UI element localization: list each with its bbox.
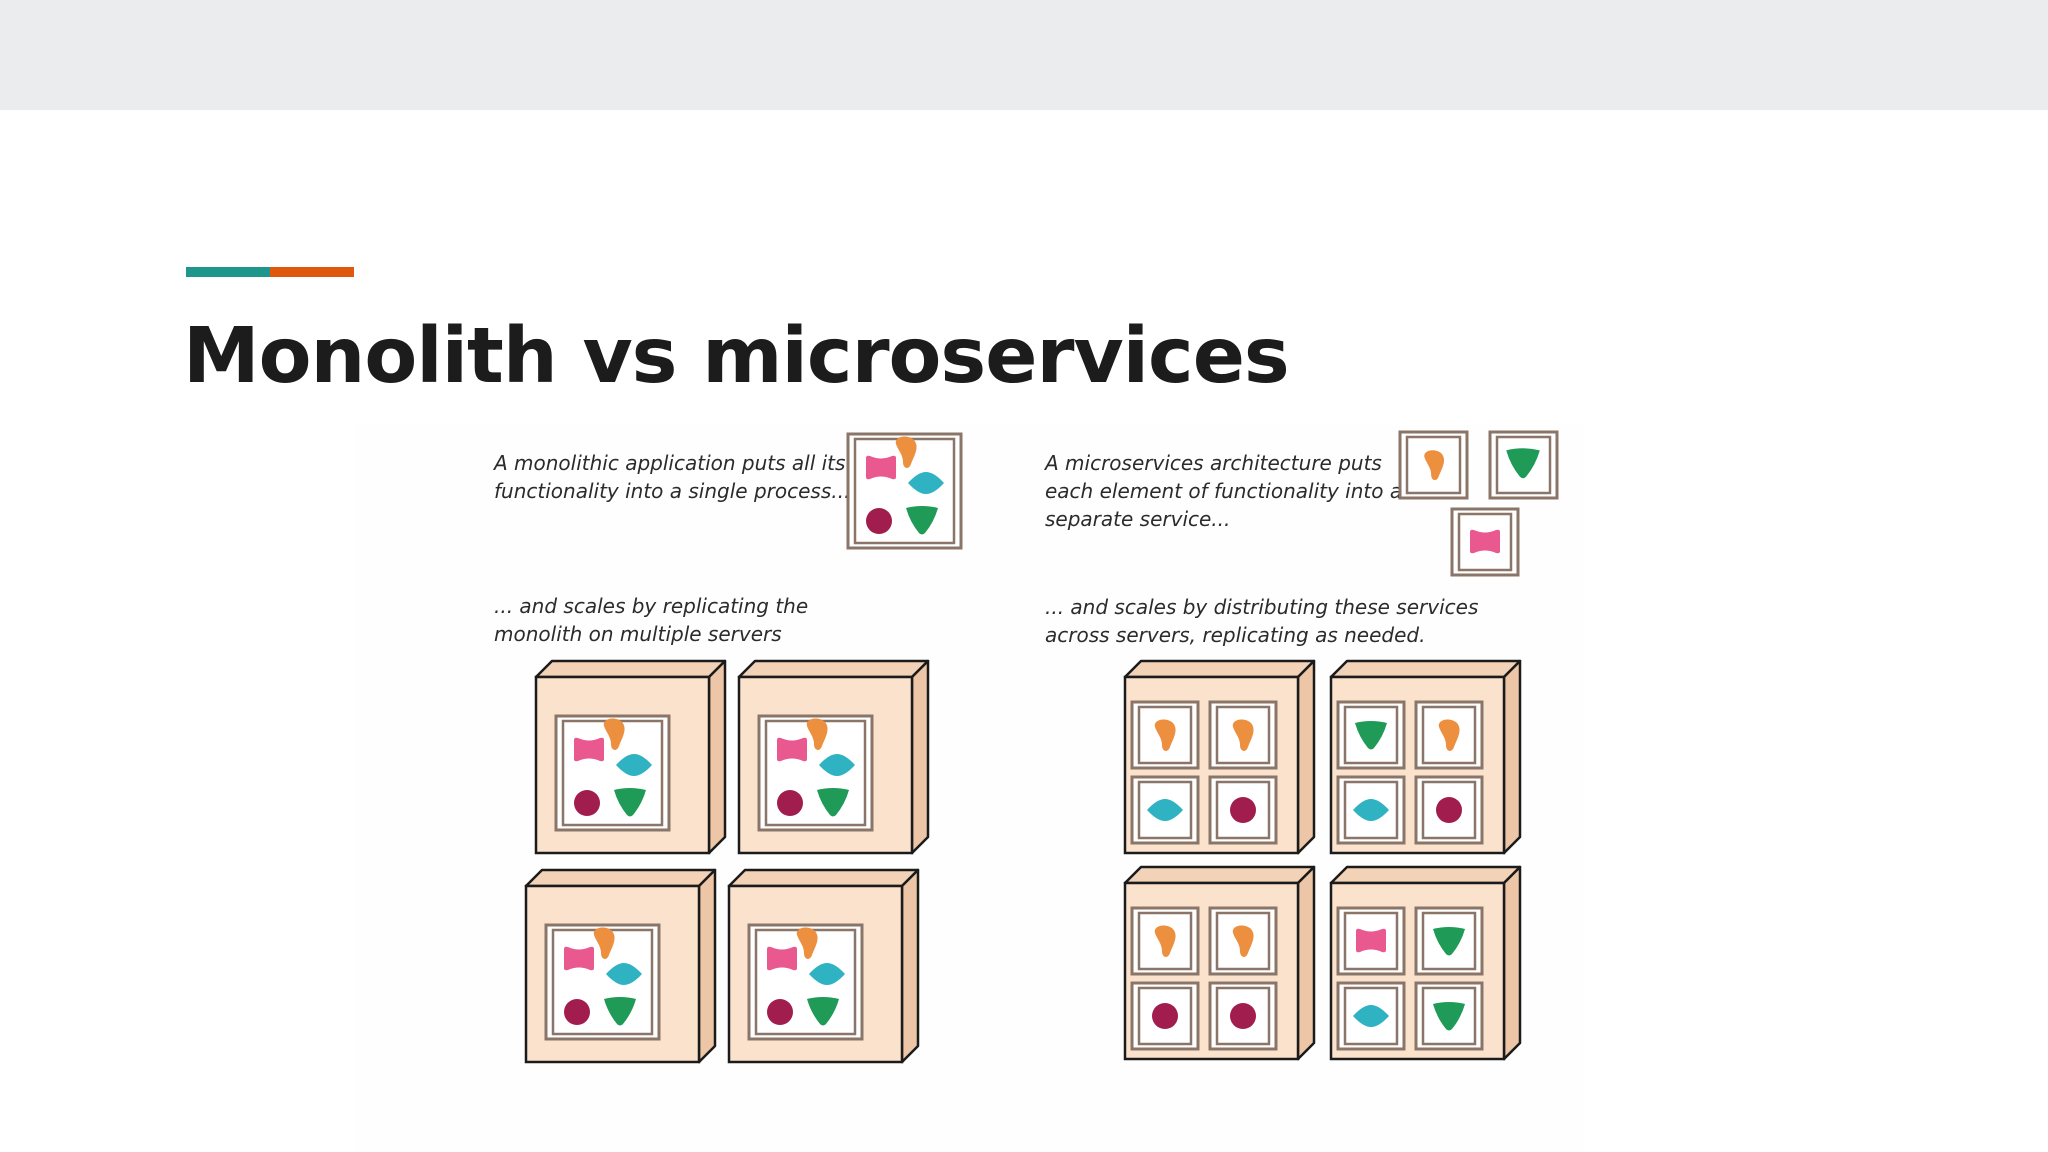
microservices-server-1 — [1123, 659, 1316, 855]
green-triangle-icon — [1506, 448, 1540, 479]
microservices-server-3 — [1123, 865, 1316, 1061]
accent-bar-teal — [186, 267, 270, 277]
teal-diamond-icon — [616, 754, 652, 776]
monolith-server-2 — [737, 659, 930, 855]
orange-blob-icon — [1232, 719, 1254, 751]
teal-diamond-icon — [819, 754, 855, 776]
slide-title: Monolith vs microservices — [183, 312, 1290, 401]
monolith-scale-caption: ... and scales by replicating the monoli… — [494, 594, 809, 646]
pink-bowtie-icon — [564, 946, 594, 971]
green-triangle-icon — [604, 997, 636, 1026]
teal-diamond-icon — [1353, 1005, 1389, 1027]
maroon-circle-icon — [564, 999, 590, 1025]
maroon-circle-icon — [1436, 797, 1462, 823]
pink-bowtie-icon — [866, 455, 896, 480]
monolith-server-1 — [534, 659, 727, 855]
green-triangle-icon — [1433, 1002, 1465, 1031]
orange-blob-icon — [1154, 925, 1176, 957]
orange-blob-icon — [1232, 925, 1254, 957]
green-triangle-icon — [807, 997, 839, 1026]
green-triangle-icon — [817, 788, 849, 817]
service-box-pink — [1450, 507, 1520, 577]
maroon-circle-icon — [574, 790, 600, 816]
maroon-circle-icon — [1230, 797, 1256, 823]
orange-blob-icon — [895, 436, 917, 468]
monolith-caption: A monolithic application puts all its fu… — [494, 451, 851, 503]
orange-blob-icon — [593, 927, 615, 959]
monolith-server-4 — [727, 868, 920, 1064]
orange-blob-icon — [796, 927, 818, 959]
green-triangle-icon — [1355, 721, 1387, 750]
monolith-process-box — [846, 432, 963, 550]
maroon-circle-icon — [1230, 1003, 1256, 1029]
teal-diamond-icon — [1353, 799, 1389, 821]
orange-blob-icon — [1154, 719, 1176, 751]
teal-diamond-icon — [809, 963, 845, 985]
maroon-circle-icon — [777, 790, 803, 816]
orange-blob-icon — [806, 718, 828, 750]
top-bar — [0, 0, 2048, 110]
microservices-caption: A microservices architecture puts each e… — [1045, 451, 1403, 531]
pink-bowtie-icon — [1356, 928, 1386, 953]
microservices-server-2 — [1329, 659, 1522, 855]
orange-blob-icon — [603, 718, 625, 750]
green-triangle-icon — [906, 506, 938, 535]
pink-bowtie-icon — [777, 737, 807, 762]
orange-blob-icon — [1438, 719, 1460, 751]
maroon-circle-icon — [866, 508, 892, 534]
teal-diamond-icon — [908, 472, 944, 494]
service-box-green — [1488, 430, 1559, 500]
pink-bowtie-icon — [1470, 529, 1500, 554]
microservices-server-4 — [1329, 865, 1522, 1061]
pink-bowtie-icon — [574, 737, 604, 762]
green-triangle-icon — [614, 788, 646, 817]
green-triangle-icon — [1433, 927, 1465, 956]
maroon-circle-icon — [767, 999, 793, 1025]
microservices-scale-caption: ... and scales by distributing these ser… — [1045, 595, 1479, 647]
accent-bar-orange — [270, 267, 354, 277]
orange-blob-icon — [1424, 450, 1445, 481]
teal-diamond-icon — [606, 963, 642, 985]
service-box-orange — [1398, 430, 1469, 500]
monolith-server-3 — [524, 868, 717, 1064]
maroon-circle-icon — [1152, 1003, 1178, 1029]
pink-bowtie-icon — [767, 946, 797, 971]
teal-diamond-icon — [1147, 799, 1183, 821]
